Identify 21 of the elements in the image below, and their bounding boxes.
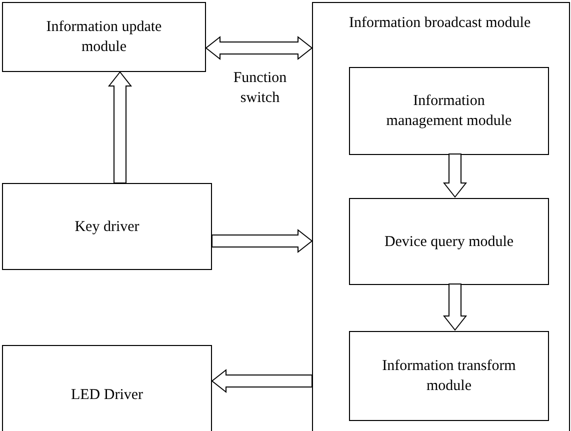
hollow-arrow [108, 71, 132, 184]
hollow-arrow [205, 36, 313, 60]
module-label: LED Driver [70, 386, 144, 405]
hollow-arrow [211, 368, 312, 394]
module-label: Information management module [385, 92, 513, 131]
group-heading: Information broadcast module [349, 14, 532, 33]
module-label: Information transform module [381, 357, 517, 396]
module-box [349, 198, 549, 285]
module-box [2, 183, 212, 270]
module-box [2, 345, 212, 431]
edge-label: Function switch [232, 69, 288, 108]
module-box [349, 331, 549, 421]
module-box [349, 67, 549, 155]
module-label: Key driver [74, 218, 140, 236]
hollow-arrow [442, 284, 468, 331]
module-label: Device query module [383, 232, 515, 252]
module-box [2, 2, 206, 72]
hollow-arrow [442, 154, 468, 198]
module-group-box [312, 2, 570, 431]
module-label: Information update module [45, 18, 163, 57]
hollow-arrow [212, 228, 313, 254]
